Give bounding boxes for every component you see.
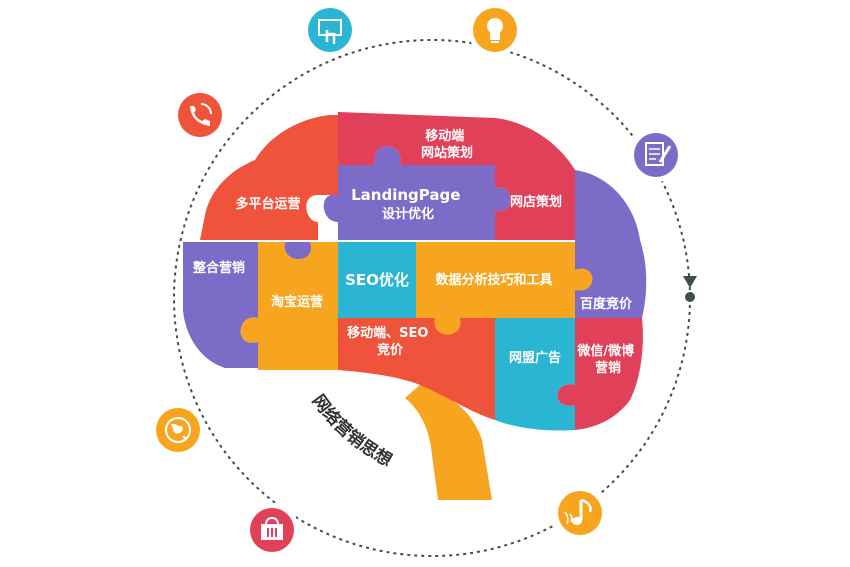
phone-icon [173, 88, 227, 142]
shopping-basket-icon [245, 503, 299, 557]
label-ads: 网盟广告 [509, 350, 561, 366]
label-data: 数据分析技巧和工具 [435, 272, 552, 288]
puzzle-piece-ads [495, 318, 575, 431]
globe-icon [151, 403, 205, 457]
label-top-left: 多平台运营 [235, 196, 300, 212]
puzzle-piece-taobao [240, 242, 338, 370]
label-baidu: 百度竞价 [580, 296, 633, 312]
puzzle-piece-data [416, 242, 593, 335]
arc-title: 网络营销思想 [308, 391, 396, 471]
orbit-arrow-icon [683, 276, 697, 288]
puzzle-piece-right [575, 170, 647, 318]
puzzle-piece-top-middle [338, 112, 495, 165]
brain-puzzle [183, 112, 647, 431]
puzzle-piece-mid-left [183, 242, 312, 368]
puzzle-piece-top-right [495, 118, 575, 240]
orbit-icons [151, 3, 683, 557]
puzzle-labels: 移动端 网站策划 多平台运营 LandingPage 设计优化 网店策划 整合营… [192, 128, 638, 376]
brain-stem [405, 385, 492, 500]
music-note-icon [553, 486, 607, 540]
puzzle-piece-weixin [557, 318, 643, 430]
label-weixin: 微信/微博 营销 [576, 343, 638, 376]
puzzle-piece-top-left [200, 115, 338, 240]
label-top-middle: 移动端 网站策划 [421, 128, 473, 161]
lightbulb-icon [468, 3, 522, 57]
label-top-right: 网店策划 [510, 194, 562, 210]
notepad-icon [629, 128, 683, 182]
puzzle-piece-center [323, 146, 510, 240]
label-center: LandingPage 设计优化 [351, 186, 465, 222]
touch-screen-icon [303, 3, 357, 57]
puzzle-piece-seo [338, 242, 416, 318]
label-taobao: 淘宝运营 [271, 294, 323, 310]
orbit-ring [173, 39, 697, 557]
puzzle-piece-mobile-seo [338, 318, 495, 420]
label-mobile-seo: 移动端、SEO 竞价 [347, 325, 433, 358]
label-seo: SEO优化 [345, 271, 409, 289]
label-mid-left: 整合营销 [192, 260, 245, 276]
orbit-dot [685, 292, 695, 302]
